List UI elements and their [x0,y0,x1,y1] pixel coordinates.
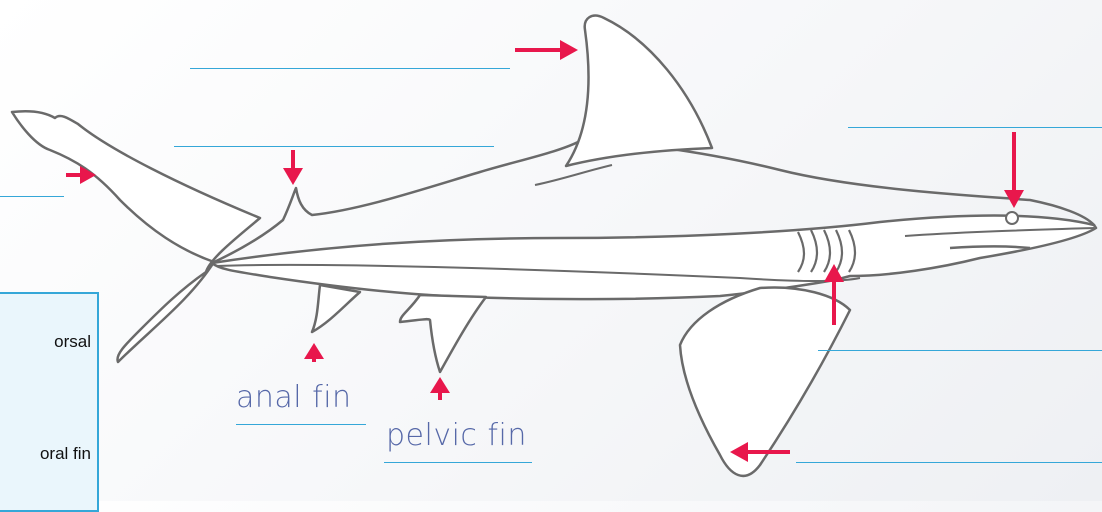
label-anal-fin: anal fin [236,383,352,413]
pelvic-fin-shape [400,295,486,372]
shark-worksheet: anal fin pelvic fin orsal oral fin [0,0,1102,501]
anal-fin-shape [312,285,360,332]
answer-line-caudal-fin[interactable] [0,196,64,197]
answer-line-pectoral-fin[interactable] [796,462,1102,463]
arrow-eye [1004,132,1024,208]
shark-body [212,216,1096,300]
answer-line-eye[interactable] [848,127,1102,128]
answer-line-anal-fin [236,424,366,425]
shark-diagram [0,0,1102,501]
arrow-anal-fin [304,343,324,362]
pectoral-fin [680,287,850,475]
answer-line-dorsal-fin[interactable] [190,68,510,69]
word-bank-item-dorsal: orsal [54,332,91,352]
dorsal-fin [566,16,712,166]
label-pelvic-fin: pelvic fin [386,421,527,451]
arrow-second-dorsal [283,150,303,185]
word-bank: orsal oral fin [0,292,99,512]
arrow-dorsal-fin [515,40,578,60]
word-bank-item-pectoral: oral fin [40,444,91,464]
answer-line-gills[interactable] [818,350,1102,351]
arrow-pelvic-fin [430,377,450,400]
eye [1006,212,1018,224]
second-dorsal-line [535,165,612,185]
answer-line-second-dorsal[interactable] [174,146,494,147]
answer-line-pelvic-fin [384,462,532,463]
